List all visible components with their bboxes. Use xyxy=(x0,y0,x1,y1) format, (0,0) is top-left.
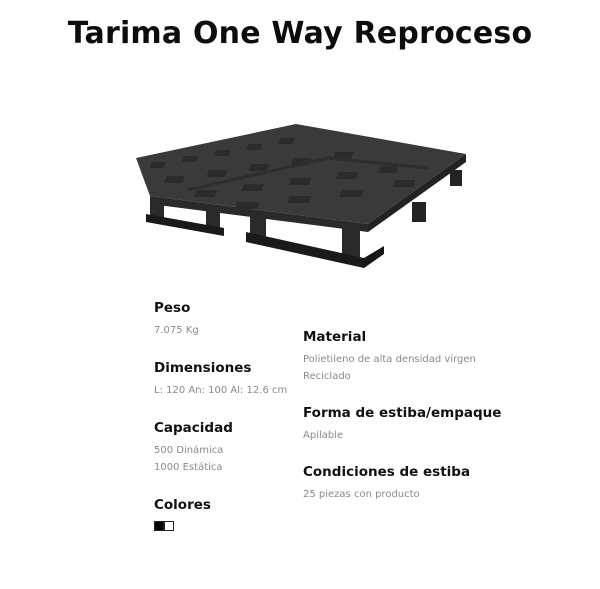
spec-label: Peso xyxy=(154,300,191,316)
spec-colores: Colores xyxy=(154,497,211,531)
spec-dimensiones: Dimensiones L: 120 An: 100 Al: 12.6 cm xyxy=(154,360,287,399)
spec-material: Material Polietileno de alta densidad vi… xyxy=(303,329,476,385)
pallet-image xyxy=(136,124,466,268)
spec-value: 500 Dinámica xyxy=(154,445,224,456)
spec-capacidad: Capacidad 500 Dinámica 1000 Estática xyxy=(154,420,233,476)
spec-value: 7.075 Kg xyxy=(154,325,199,336)
spec-label: Colores xyxy=(154,497,211,513)
spec-value: 1000 Estática xyxy=(154,462,223,473)
spec-peso: Peso 7.075 Kg xyxy=(154,300,199,339)
color-swatch-black[interactable] xyxy=(154,521,164,531)
spec-value: 25 piezas con producto xyxy=(303,489,420,500)
spec-label: Dimensiones xyxy=(154,360,252,376)
spec-label: Condiciones de estiba xyxy=(303,464,471,480)
spec-forma-estiba: Forma de estiba/empaque Apilable xyxy=(303,405,501,444)
color-swatches xyxy=(154,521,211,531)
spec-value: Apilable xyxy=(303,430,344,441)
color-swatch-white[interactable] xyxy=(164,521,174,531)
spec-label: Capacidad xyxy=(154,420,233,436)
page-title: Tarima One Way Reproceso xyxy=(67,16,533,51)
spec-label: Material xyxy=(303,329,367,345)
spec-condiciones-estiba: Condiciones de estiba 25 piezas con prod… xyxy=(303,464,470,503)
spec-value: L: 120 An: 100 Al: 12.6 cm xyxy=(154,385,288,396)
spec-value: Reciclado xyxy=(303,371,351,382)
spec-label: Forma de estiba/empaque xyxy=(303,405,502,421)
spec-value: Polietileno de alta densidad virgen xyxy=(303,354,476,365)
